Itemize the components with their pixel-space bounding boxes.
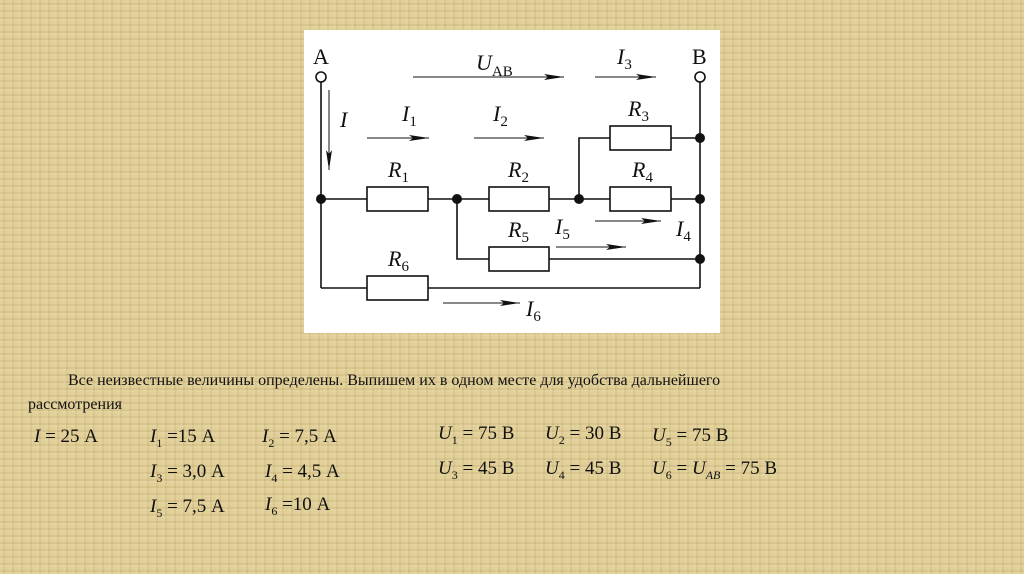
node	[452, 194, 462, 204]
label-b: B	[692, 44, 707, 69]
result-i3: I3 = 3,0 А	[150, 461, 225, 485]
wire-r5	[456, 199, 700, 260]
terminal-b	[694, 71, 706, 83]
label-r1: R1	[387, 157, 409, 186]
node	[574, 194, 584, 204]
result-u4: U4 = 45 В	[545, 458, 622, 482]
result-i4: I4 = 4,5 А	[265, 461, 340, 485]
circuit-svg: A B UAB I3 I I1 I2 I4 I5 I6 R1 R2 R3 R4 …	[313, 44, 707, 325]
text-line-2: рассмотрения	[28, 396, 122, 413]
node	[695, 254, 705, 264]
label-i3: I3	[616, 44, 632, 73]
label-a: A	[313, 44, 329, 69]
label-i2: I2	[492, 101, 508, 130]
label-i1: I1	[401, 101, 417, 130]
result-u5: U5 = 75 В	[652, 425, 729, 449]
result-u2: U2 = 30 В	[545, 423, 622, 447]
resistor-r4	[609, 186, 672, 212]
label-r3: R3	[627, 96, 649, 125]
resistor-r5	[488, 246, 550, 272]
label-u-ab: UAB	[476, 50, 513, 80]
result-u6: U6 = UAB = 75 В	[652, 458, 777, 482]
text-line-1: Все неизвестные величины определены. Вып…	[68, 372, 721, 389]
resistor-r1	[366, 186, 429, 212]
result-u3: U3 = 45 В	[438, 458, 515, 482]
node	[695, 194, 705, 204]
label-i6: I6	[525, 296, 541, 325]
result-i2: I2 = 7,5 А	[262, 426, 337, 450]
result-i1: I1 =15 А	[150, 426, 216, 450]
label-i: I	[339, 107, 349, 132]
result-i5: I5 = 7,5 А	[150, 496, 225, 520]
circuit-diagram: A B UAB I3 I I1 I2 I4 I5 I6 R1 R2 R3 R4 …	[304, 30, 720, 333]
terminal-a	[315, 71, 327, 83]
label-r4: R4	[631, 157, 653, 186]
resistor-r3	[609, 125, 672, 151]
resistor-r2	[488, 186, 550, 212]
result-i6: I6 =10 А	[265, 494, 331, 518]
label-r6: R6	[387, 246, 409, 275]
resistor-r6	[366, 275, 429, 301]
label-r5: R5	[507, 217, 529, 246]
node	[695, 133, 705, 143]
result-i: I = 25 А	[34, 426, 99, 447]
result-u1: U1 = 75 В	[438, 423, 515, 447]
label-r2: R2	[507, 157, 529, 186]
label-i4: I4	[675, 216, 691, 245]
label-i5: I5	[554, 214, 570, 243]
node	[316, 194, 326, 204]
